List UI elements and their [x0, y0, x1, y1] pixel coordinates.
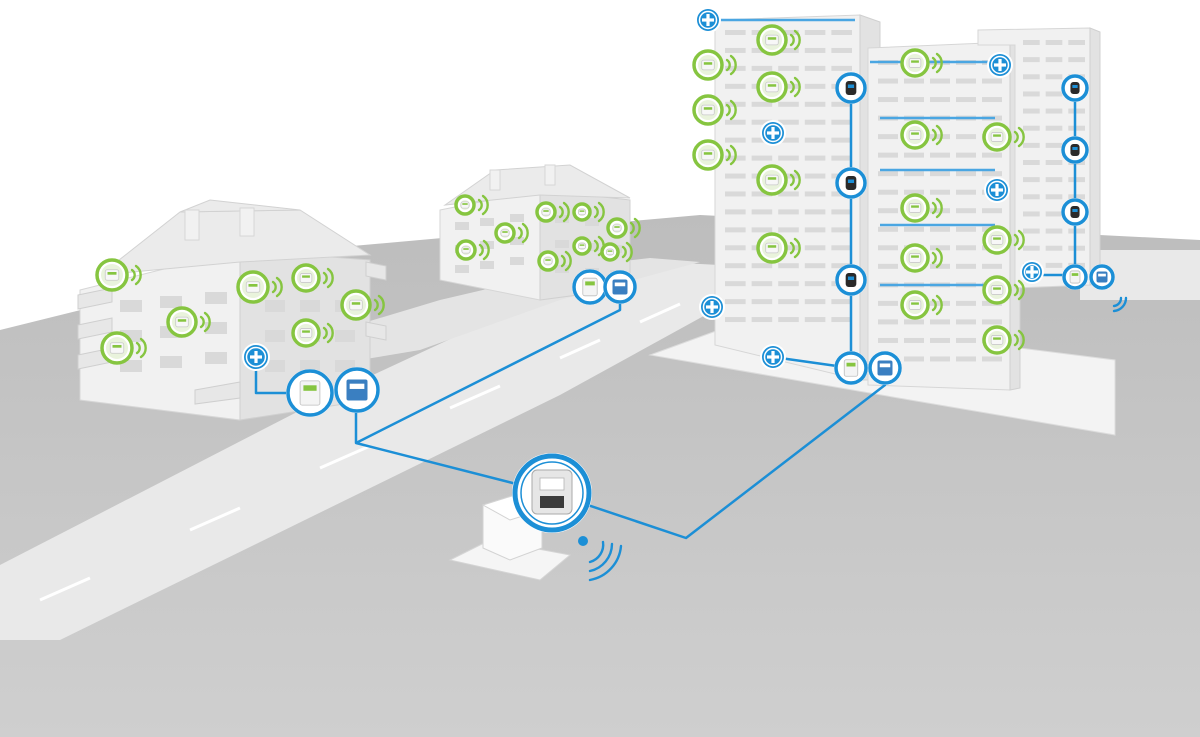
sensor-icon: [900, 243, 930, 273]
wireless-signal-icon: [1013, 329, 1025, 351]
wireless-signal-icon: [1013, 126, 1025, 148]
repeater-icon: [1061, 198, 1089, 226]
sensor-icon: [900, 193, 930, 223]
sensor-icon: [455, 239, 477, 261]
collector-icon: [512, 453, 592, 533]
meter-icon: [603, 270, 637, 304]
sensor-icon: [95, 258, 129, 292]
meter-icon: [572, 269, 608, 305]
sensor-icon: [572, 202, 592, 222]
sensor-icon: [100, 331, 134, 365]
sensor-icon: [900, 120, 930, 150]
wireless-signal-icon: [558, 201, 570, 223]
sensor-icon: [535, 201, 557, 223]
wireless-signal-icon: [931, 52, 943, 74]
sensor-icon: [982, 122, 1012, 152]
wireless-signal-icon: [135, 337, 147, 359]
wireless-signal-icon: [578, 536, 623, 582]
road-markings: [39, 302, 681, 602]
wireless-signal-icon: [725, 99, 737, 121]
sensor-icon: [291, 318, 321, 348]
sensor-icon: [692, 94, 724, 126]
wireless-signal-icon: [322, 267, 334, 289]
wireless-signal-icon: [629, 217, 641, 239]
sensor-icon: [982, 275, 1012, 305]
sensor-icon: [756, 164, 788, 196]
wireless-signal-icon: [1013, 229, 1025, 251]
wireless-signal-icon: [725, 144, 737, 166]
sensor-icon: [692, 49, 724, 81]
wireless-signal-icon: [789, 237, 801, 259]
sensor-icon: [900, 48, 930, 78]
wireless-signal-icon: [789, 169, 801, 191]
plus-icon: [699, 294, 725, 320]
wireless-signal-icon: [130, 264, 142, 286]
tower-lot: [1080, 250, 1200, 300]
wireless-signal-icon: [931, 124, 943, 146]
sensor-icon: [537, 250, 559, 272]
plus-icon: [1020, 260, 1044, 284]
plus-icon: [760, 120, 786, 146]
sensor-icon: [600, 242, 620, 262]
sensor-icon: [166, 306, 198, 338]
sensor-icon: [340, 289, 372, 321]
sensor-icon: [692, 139, 724, 171]
wireless-signal-icon: [560, 250, 572, 272]
sensor-icon: [454, 194, 476, 216]
wireless-signal-icon: [477, 194, 489, 216]
meter-icon: [334, 367, 380, 413]
wireless-signal-icon: [789, 76, 801, 98]
sensor-icon: [756, 71, 788, 103]
sensor-icon: [572, 236, 592, 256]
sensor-icon: [900, 290, 930, 320]
sensor-icon: [606, 217, 628, 239]
wireless-signal-icon: [621, 241, 633, 263]
sensor-icon: [291, 263, 321, 293]
wireless-signal-icon: [931, 247, 943, 269]
plus-icon: [760, 344, 786, 370]
sensor-icon: [236, 270, 270, 304]
wireless-signal-icon: [478, 239, 490, 261]
repeater-icon: [835, 264, 867, 296]
wireless-signal-icon: [725, 54, 737, 76]
wireless-signal-icon: [199, 311, 211, 333]
wireless-signal-icon: [517, 222, 529, 244]
wireless-signal-icon: [789, 29, 801, 51]
repeater-icon: [835, 167, 867, 199]
sensor-icon: [982, 325, 1012, 355]
plus-icon: [242, 343, 270, 371]
meter-icon: [286, 369, 334, 417]
meter-icon: [1089, 264, 1115, 290]
sensor-icon: [756, 232, 788, 264]
wireless-signal-icon: [271, 276, 283, 298]
plus-icon: [987, 52, 1013, 78]
device-nodes: [95, 7, 1115, 533]
repeater-icon: [835, 72, 867, 104]
plus-icon: [984, 177, 1010, 203]
wireless-signal-icon: [931, 294, 943, 316]
repeater-icon: [1061, 74, 1089, 102]
wireless-signal-icon: [593, 201, 605, 223]
meter-icon: [868, 351, 902, 385]
meter-icon: [834, 351, 868, 385]
sensor-icon: [982, 225, 1012, 255]
plus-icon: [695, 7, 721, 33]
repeater-icon: [1061, 136, 1089, 164]
wireless-signal-icon: [322, 322, 334, 344]
sensor-icon: [756, 24, 788, 56]
wireless-signal-icon: [1112, 296, 1128, 313]
meter-icon: [1062, 264, 1088, 290]
wireless-signal-icon: [931, 197, 943, 219]
wireless-signal-icon: [373, 294, 385, 316]
wireless-signal-icon: [1013, 279, 1025, 301]
sensor-icon: [494, 222, 516, 244]
